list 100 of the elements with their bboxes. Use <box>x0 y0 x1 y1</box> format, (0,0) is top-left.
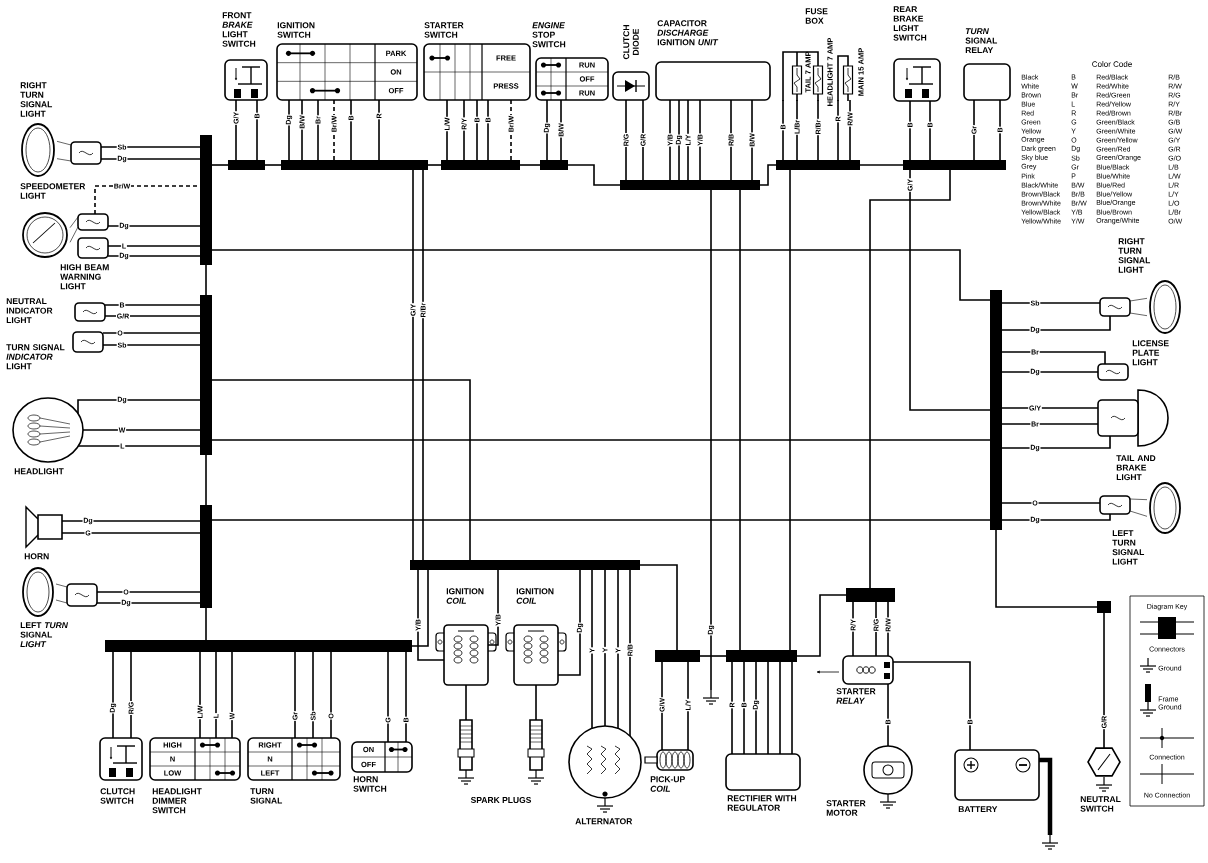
wire <box>796 99 798 161</box>
component-label: FRONT BRAKE LIGHT SWITCH <box>222 12 256 47</box>
component-label: RIGHT TURN SIGNAL LIGHT <box>20 82 53 117</box>
wire <box>77 445 201 447</box>
wire <box>1001 407 1099 409</box>
wire <box>767 661 769 755</box>
wire <box>1001 351 1106 365</box>
wire <box>604 569 606 727</box>
table-title: Color Code <box>1092 61 1132 67</box>
wire <box>678 99 680 181</box>
component-label: HEADLIGHT DIMMER SWITCH <box>152 788 202 814</box>
wire <box>510 99 512 161</box>
wire <box>869 169 951 589</box>
component-label: LICENSE PLATE LIGHT <box>1132 340 1169 366</box>
wire <box>699 655 727 657</box>
wire <box>205 607 207 641</box>
wire <box>211 249 991 301</box>
component-label: STARTER SWITCH <box>424 22 464 38</box>
wire <box>837 99 839 161</box>
wire <box>669 99 671 181</box>
wire <box>535 684 537 721</box>
wire <box>617 569 619 730</box>
wire <box>211 439 991 441</box>
component-label: NEUTRAL SWITCH <box>1080 796 1121 812</box>
connector-block <box>990 290 1002 530</box>
wire <box>909 100 911 161</box>
ground-symbol <box>702 689 720 705</box>
wire <box>859 164 904 166</box>
component-label: CAPACITOR DISCHARGE IGNITION UNIT <box>657 20 719 46</box>
component-label: RECTIFIER WITH REGULATOR <box>727 795 797 811</box>
component-label: LEFT TURN SIGNAL LIGHT <box>20 622 69 648</box>
wire <box>77 399 201 415</box>
wire <box>130 651 132 739</box>
wire <box>211 164 229 166</box>
wire <box>422 169 424 561</box>
wire <box>887 601 889 657</box>
component-label: CLUTCH SWITCH <box>100 788 135 804</box>
connector-block <box>846 588 895 602</box>
wire <box>61 532 201 534</box>
wire <box>294 651 296 739</box>
connector-block <box>1097 601 1111 613</box>
wire <box>591 569 593 730</box>
wire <box>739 189 741 651</box>
wire <box>1001 371 1099 373</box>
wire <box>463 99 465 161</box>
wire <box>642 99 644 181</box>
wire <box>929 100 931 161</box>
wire <box>791 661 793 755</box>
wire <box>82 429 201 431</box>
wire <box>211 519 991 521</box>
connector-block <box>228 160 265 170</box>
connector-block <box>655 650 700 662</box>
wire <box>199 651 201 739</box>
wire <box>112 651 114 739</box>
wire <box>411 569 429 647</box>
wire <box>211 379 471 561</box>
component-label: TURN SIGNAL <box>250 788 283 804</box>
wire <box>100 158 201 160</box>
component-label: STARTER MOTOR <box>826 800 866 816</box>
connector-block <box>903 160 1006 170</box>
wire <box>264 164 282 166</box>
wire <box>782 99 784 161</box>
component-label: IGNITION COIL <box>446 588 484 604</box>
wire <box>330 651 332 739</box>
connector-block <box>200 135 212 265</box>
spark-plug-drawing <box>457 719 475 785</box>
wire <box>1039 757 1053 835</box>
spark-plug-drawing <box>527 719 545 785</box>
component-label: REAR BRAKE LIGHT SWITCH <box>893 6 927 41</box>
wire <box>560 99 562 161</box>
wire <box>892 661 971 751</box>
component-label: IGNITION COIL <box>516 588 554 604</box>
wire <box>875 601 877 657</box>
wire <box>104 304 201 306</box>
component-label: TAIL AND BRAKE LIGHT <box>1116 455 1156 481</box>
wire <box>751 99 753 181</box>
wire <box>102 344 201 346</box>
wire <box>312 651 314 739</box>
wire <box>909 169 991 411</box>
wire <box>96 602 201 604</box>
wire <box>567 164 621 186</box>
wire <box>107 225 201 227</box>
wire <box>755 661 757 755</box>
wire <box>661 661 663 751</box>
wire <box>1001 513 1111 521</box>
wire <box>378 99 380 161</box>
component-label: HIGH BEAM WARNING LIGHT <box>60 264 109 290</box>
wire <box>687 661 689 751</box>
wire <box>317 99 319 161</box>
wire <box>1001 302 1101 304</box>
wire <box>687 99 689 181</box>
connector-block <box>726 650 797 662</box>
component-label: LEFT TURN SIGNAL LIGHT <box>1112 530 1145 565</box>
component-label: RIGHT TURN SIGNAL LIGHT <box>1118 238 1151 273</box>
connector-block <box>105 640 412 652</box>
wire <box>96 591 201 593</box>
wire <box>102 332 201 334</box>
connector-block <box>776 160 860 170</box>
wire <box>796 594 847 657</box>
wire <box>446 99 448 161</box>
